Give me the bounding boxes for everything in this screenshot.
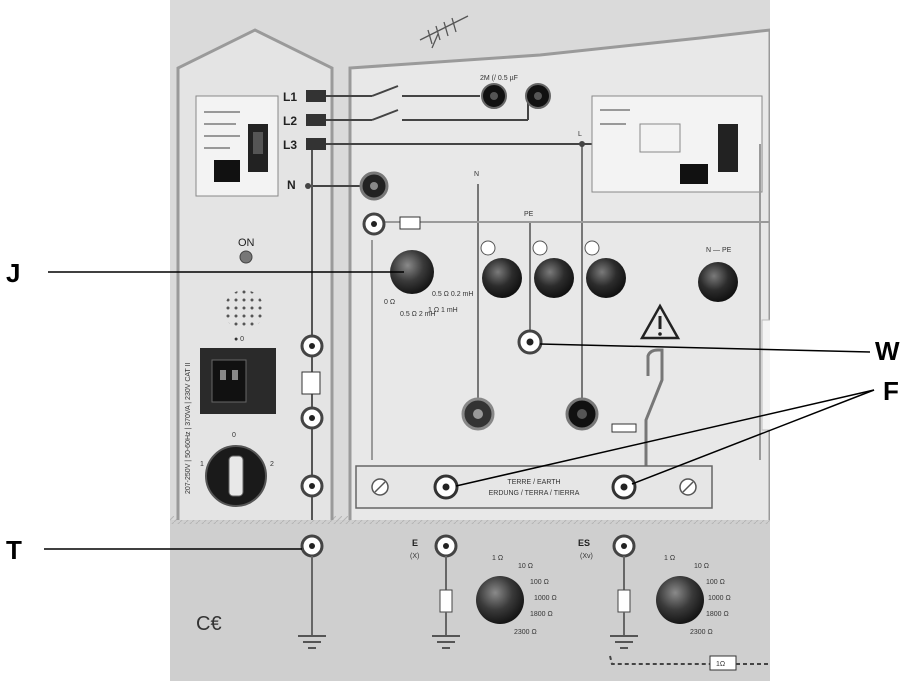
- earth-bar-line1: TERRE / EARTH: [507, 479, 560, 486]
- e-step-5: 2300 Ω: [514, 629, 537, 636]
- es-step-5: 2300 Ω: [690, 629, 713, 636]
- loop-step-2: 0.5 Ω 2 mH: [400, 311, 436, 318]
- phase-label-l2: L2: [283, 114, 297, 128]
- earth-bar: TERRE / EARTH ERDUNG / TERRA / TIERRA: [355, 465, 713, 509]
- pe-label: PE: [524, 211, 534, 218]
- bottom-strip: C€ E (X) 1 Ω 10 Ω 100 Ω 1000 Ω 1800 Ω 23…: [196, 534, 770, 671]
- supply-rating: 207-250V | 50-60Hz | 370VA | 230V CAT II: [185, 362, 192, 494]
- l-label: L: [578, 131, 582, 138]
- lower-jacks: [461, 348, 664, 466]
- callout-f-leader-2: [631, 389, 875, 485]
- es-step-2: 100 Ω: [706, 579, 725, 586]
- phase-label-l1: L1: [283, 90, 297, 104]
- loop-impedance-knob: 0 Ω 0.5 Ω 0.2 mH 0.5 Ω 2 mH 1 Ω 1 mH: [384, 250, 473, 318]
- e-step-3: 1000 Ω: [534, 595, 557, 602]
- callout-w-leader: [539, 343, 871, 353]
- ce-mark: C€: [196, 613, 222, 635]
- callout-t: T: [6, 535, 22, 565]
- switch-two-label: 2: [270, 461, 274, 468]
- jack-zero-label: ● 0: [234, 336, 244, 343]
- right-rcd-module: [591, 95, 763, 193]
- es-step-1: 10 Ω: [694, 563, 709, 570]
- es-sub-label: (Xv): [580, 553, 593, 560]
- e-label: E: [412, 538, 418, 548]
- e-step-2: 100 Ω: [530, 579, 549, 586]
- es-step-4: 1800 Ω: [706, 611, 729, 618]
- e-step-1: 10 Ω: [518, 563, 533, 570]
- test-buttons: N — PE: [480, 240, 738, 302]
- phase-label-n: N: [287, 178, 296, 192]
- capacitor-jacks: 2M (/ 0.5 µF: [480, 75, 551, 109]
- w-jack: [517, 329, 543, 355]
- left-breaker-module: [195, 95, 279, 197]
- e-sub-label: (X): [410, 553, 419, 560]
- on-label: ON: [238, 237, 255, 249]
- capacitor-label: 2M (/ 0.5 µF: [480, 75, 518, 82]
- warning-triangle-icon: [639, 303, 681, 340]
- callout-f-leader-1: [455, 389, 875, 487]
- n-label: N: [474, 171, 479, 178]
- callouts: J W F T: [6, 258, 900, 565]
- top-jacks: [359, 171, 421, 236]
- e-step-4: 1800 Ω: [530, 611, 553, 618]
- loop-step-0: 0 Ω: [384, 299, 395, 306]
- loop-step-1: 0.5 Ω 0.2 mH: [432, 291, 473, 298]
- left-column-controls: ON ● 0 207-250V | 50-60Hz | 370VA | 230V…: [185, 237, 324, 507]
- switch-zero-label: 0: [232, 432, 236, 439]
- earth-bar-line2: ERDUNG / TERRA / TIERRA: [489, 490, 580, 497]
- e-step-0: 1 Ω: [492, 555, 503, 562]
- dashed-box-label: 1Ω: [716, 661, 725, 668]
- wiring: L N PE: [371, 131, 770, 460]
- phase-label-l3: L3: [283, 138, 297, 152]
- callout-w: W: [875, 336, 900, 366]
- es-step-3: 1000 Ω: [708, 595, 731, 602]
- n-pe-label: N — PE: [706, 247, 732, 254]
- es-label: ES: [578, 538, 590, 548]
- callout-f: F: [883, 376, 899, 406]
- es-step-0: 1 Ω: [664, 555, 675, 562]
- loop-step-3: 1 Ω 1 mH: [428, 307, 458, 314]
- callout-j: J: [6, 258, 20, 288]
- antenna-icon: [419, 15, 469, 49]
- switch-one-label: 1: [200, 461, 204, 468]
